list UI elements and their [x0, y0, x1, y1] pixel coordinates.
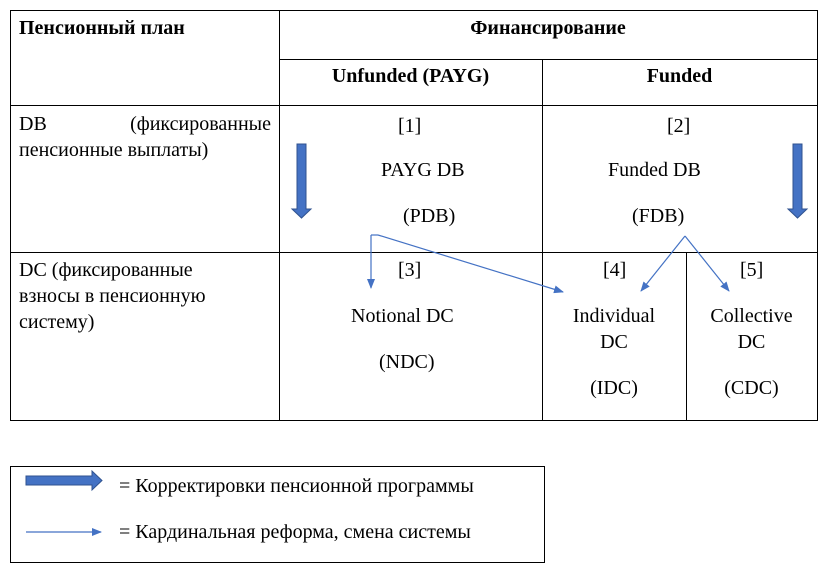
cell-cdc-name-line1: Collective	[710, 305, 793, 327]
header-funded: Funded	[646, 65, 713, 87]
cell-ndc-number: [3]	[398, 259, 422, 281]
row-dc-line2: взносы в пенсионную	[19, 285, 206, 307]
cell-idc-abbr: (IDC)	[590, 377, 638, 399]
legend-thick-text: = Корректировки пенсионной программы	[119, 475, 474, 497]
cell-fdb-number: [2]	[667, 115, 691, 137]
header-divider	[279, 59, 817, 60]
column-divider-2	[542, 59, 543, 421]
thin-arrow-fdb-to-idc-icon	[640, 235, 686, 292]
cell-fdb-abbr: (FDB)	[632, 205, 685, 227]
row-db-line1: DB (фиксированные	[19, 113, 271, 135]
legend-thin-text: = Кардинальная реформа, смена системы	[119, 521, 471, 543]
table-right-border	[817, 10, 818, 421]
cell-cdc-abbr: (CDC)	[724, 377, 779, 399]
column-divider-1	[279, 10, 280, 421]
cell-ndc-name: Notional DC	[351, 305, 454, 327]
cell-pdb-name: PAYG DB	[381, 159, 465, 181]
column-divider-3	[686, 252, 687, 421]
row-divider	[10, 252, 817, 253]
cell-ndc-abbr: (NDC)	[379, 351, 435, 373]
cell-pdb-number: [1]	[398, 115, 422, 137]
thin-arrow-pdb-to-idc-icon	[377, 234, 564, 294]
thick-down-arrow-right-icon	[786, 143, 809, 219]
legend-box	[10, 466, 545, 563]
cell-idc-name-line2: DC	[600, 331, 628, 353]
cell-idc-number: [4]	[603, 259, 627, 281]
thick-down-arrow-left-icon	[290, 143, 313, 219]
row-dc-line1: DC (фиксированные	[19, 259, 193, 281]
thin-arrow-fdb-to-cdc-icon	[684, 235, 730, 292]
header-unfunded: Unfunded (PAYG)	[331, 65, 490, 87]
header-bottom-border	[10, 105, 817, 106]
cell-cdc-name-line2: DC	[737, 331, 766, 353]
cell-fdb-name: Funded DB	[608, 159, 701, 181]
table-left-border	[10, 10, 11, 421]
table-bottom-border	[10, 420, 817, 421]
table-top-border	[10, 10, 817, 11]
legend-thick-arrow-icon	[25, 469, 103, 492]
cell-pdb-abbr: (PDB)	[403, 205, 456, 227]
cell-idc-name-line1: Individual	[572, 305, 656, 327]
row-dc-line3: систему)	[19, 311, 95, 333]
header-pension-plan: Пенсионный план	[19, 17, 185, 39]
cell-cdc-number: [5]	[740, 259, 764, 281]
header-financing: Финансирование	[470, 17, 626, 39]
row-db-line2: пенсионные выплаты)	[19, 139, 209, 161]
